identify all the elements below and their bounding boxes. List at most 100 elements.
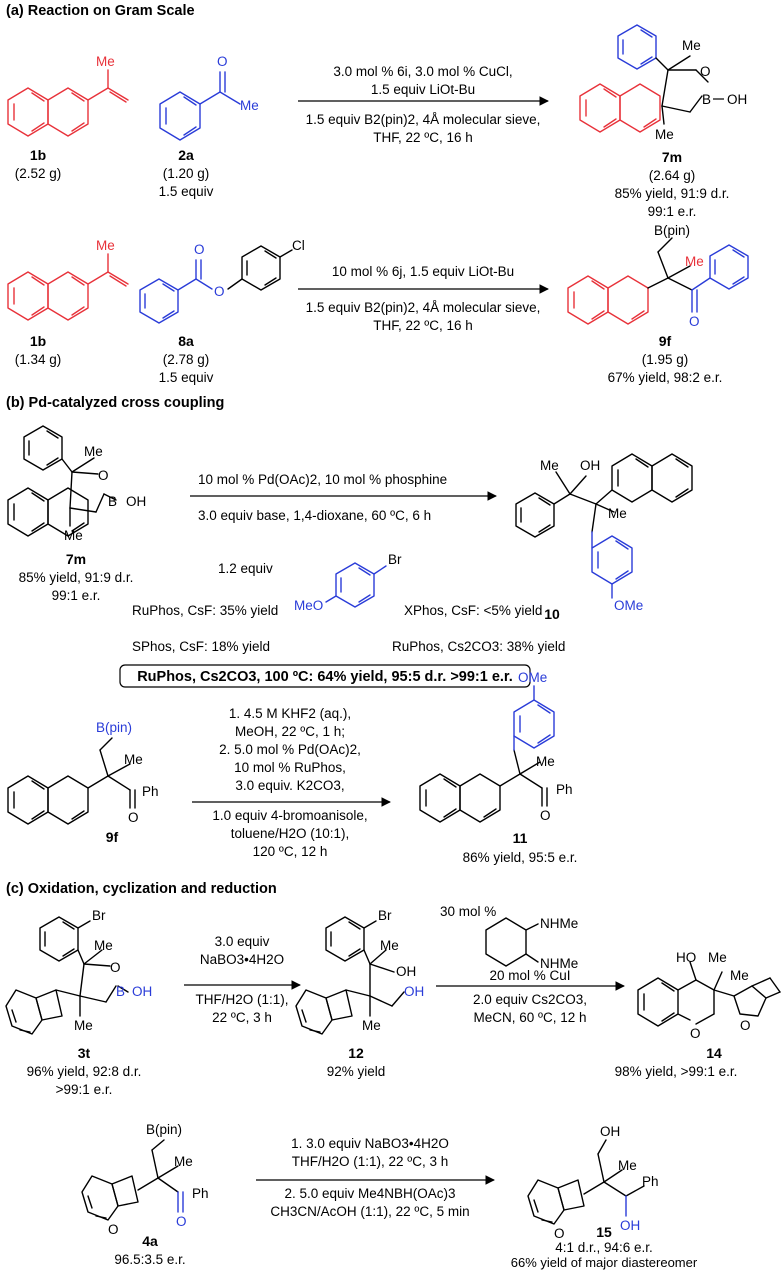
best-conditions: RuPhos, Cs2CO3, 100 ºC: 64% yield, 95:5 … — [137, 669, 513, 685]
compound-7m-structure — [7, 425, 117, 537]
condition-text: 2.0 equiv Cs2CO3, — [473, 992, 587, 1007]
o-label: O — [110, 960, 121, 975]
condition-text: 22 ºC, 3 h — [212, 1010, 272, 1025]
ome-label: OMe — [614, 598, 643, 613]
condition-text: 1. 4.5 M KHF2 (aq.), — [229, 706, 351, 721]
condition-text: 10 mol % Pd(OAc)2, 10 mol % phosphine — [198, 472, 447, 487]
compound-9f-structure — [567, 237, 749, 325]
amount-1b: (1.34 g) — [15, 352, 62, 367]
b-label: B — [702, 92, 711, 107]
o-label: O — [554, 1226, 565, 1241]
oh-label: OH — [600, 1124, 620, 1139]
compound-7m-structure — [579, 24, 709, 133]
diamine-ligand-structure — [485, 917, 539, 967]
yield-9f: 67% yield, 98:2 e.r. — [608, 370, 723, 385]
me-label: Me — [124, 752, 143, 767]
o-label: O — [194, 242, 205, 257]
br-label: Br — [92, 908, 106, 923]
bpin-label: B(pin) — [96, 720, 132, 735]
condition-text: THF/H2O (1:1), — [195, 992, 288, 1007]
ph-label: Ph — [192, 1186, 209, 1201]
yield-15: 66% yield of major diastereomer — [511, 1255, 698, 1270]
me-label: Me — [708, 950, 727, 965]
condition-text: 10 mol % RuPhos, — [234, 760, 346, 775]
condition-text: THF, 22 ºC, 16 h — [373, 318, 472, 333]
condition-text: MeOH, 22 ºC, 1 h; — [235, 724, 345, 739]
condition-text: 1.5 equiv B2(pin)2, 4Å molecular sieve, — [306, 300, 541, 315]
yield-3t: 96% yield, 92:8 d.r. — [27, 1064, 142, 1079]
label-14: 14 — [706, 1045, 722, 1061]
condition-text: 3.0 equiv base, 1,4-dioxane, 60 ºC, 6 h — [198, 508, 431, 523]
label-3t: 3t — [78, 1045, 91, 1061]
er-3t: >99:1 e.r. — [56, 1082, 113, 1097]
condition-text: 10 mol % 6j, 1.5 equiv LiOt-Bu — [332, 264, 514, 279]
oh-label: OH — [132, 984, 152, 999]
er-7m: 99:1 e.r. — [648, 204, 697, 219]
o-label: O — [740, 1018, 751, 1033]
compound-8a-structure — [139, 245, 293, 324]
condition-text: 120 ºC, 12 h — [253, 844, 328, 859]
br-label: Br — [378, 908, 392, 923]
condition-text: THF, 22 ºC, 16 h — [373, 130, 472, 145]
oh-label: OH — [580, 458, 600, 473]
meo-label: MeO — [294, 598, 323, 613]
o-label: O — [540, 808, 551, 823]
ph-label: Ph — [642, 1174, 659, 1189]
condition-text: 1.5 equiv B2(pin)2, 4Å molecular sieve, — [306, 112, 541, 127]
result-line: RuPhos, Cs2CO3: 38% yield — [392, 639, 565, 654]
o-label: O — [108, 1222, 119, 1237]
oh-label: OH — [727, 92, 747, 107]
yield-7m: 85% yield, 91:9 d.r. — [19, 570, 134, 585]
bromoanisole-structure — [325, 562, 387, 608]
er-4a: 96.5:3.5 e.r. — [114, 1252, 185, 1267]
compound-2a-structure — [159, 71, 241, 141]
label-4a: 4a — [142, 1233, 158, 1249]
label-7m: 7m — [662, 149, 682, 165]
label-8a: 8a — [178, 333, 194, 349]
me-label: Me — [96, 54, 115, 69]
o-label: O — [700, 64, 711, 79]
section-b-title: (b) Pd-catalyzed cross coupling — [6, 395, 224, 411]
compound-12-structure — [295, 916, 405, 1035]
label-11: 11 — [513, 830, 528, 846]
compound-10-structure — [515, 453, 693, 599]
me-label: Me — [608, 506, 627, 521]
label-1b: 1b — [30, 147, 46, 163]
condition-text: MeCN, 60 ºC, 12 h — [474, 1010, 587, 1025]
b-label: B — [108, 494, 117, 509]
yield-7m: 85% yield, 91:9 d.r. — [615, 186, 730, 201]
me-label: Me — [362, 1018, 381, 1033]
o-label: O — [128, 810, 139, 825]
compound-4a-structure — [81, 1139, 184, 1221]
section-a-title: (a) Reaction on Gram Scale — [6, 3, 195, 19]
o-label: O — [217, 54, 228, 69]
best-conditions-box — [119, 664, 531, 688]
condition-text: 2. 5.0 mol % Pd(OAc)2, — [219, 742, 361, 757]
me-label: Me — [618, 1158, 637, 1173]
me-label: Me — [96, 238, 115, 253]
condition-text: 2. 5.0 equiv Me4NBH(OAc)3 — [284, 1186, 455, 1201]
me-label: Me — [240, 98, 259, 113]
bpin-label: B(pin) — [146, 1122, 182, 1137]
nhme-label: NHMe — [540, 916, 578, 931]
compound-11-structure — [419, 685, 555, 823]
o-label: O — [214, 284, 225, 299]
oh-label: OH — [620, 1218, 640, 1233]
amount-1b: (2.52 g) — [15, 166, 62, 181]
me-label: Me — [64, 528, 83, 543]
compound-3t-structure — [5, 916, 129, 1035]
me-label: Me — [682, 38, 701, 53]
result-line: RuPhos, CsF: 35% yield — [132, 603, 278, 618]
o-label: O — [689, 314, 700, 329]
oh-label: OH — [396, 964, 416, 979]
condition-text: CH3CN/AcOH (1:1), 22 ºC, 5 min — [270, 1204, 469, 1219]
bpin-label: B(pin) — [654, 223, 690, 238]
equiv-2a: 1.5 equiv — [159, 184, 214, 199]
condition-text: 20 mol % CuI — [489, 968, 570, 983]
amount-9f: (1.95 g) — [642, 352, 689, 367]
equiv-8a: 1.5 equiv — [159, 370, 214, 385]
o-label: O — [98, 468, 109, 483]
condition-text: 3.0 equiv. K2CO3, — [235, 778, 344, 793]
ph-label: Ph — [556, 782, 573, 797]
